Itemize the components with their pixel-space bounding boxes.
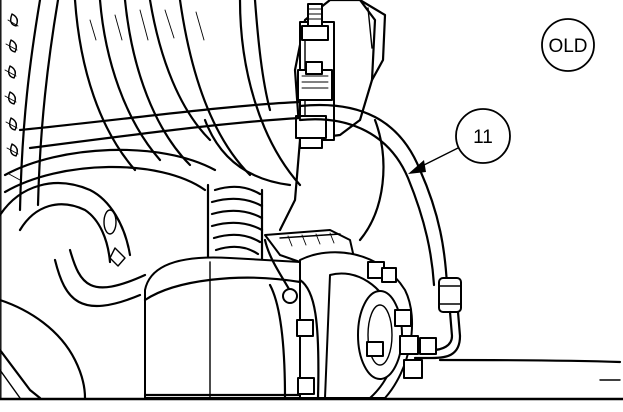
- ribbed-drum: [73, 0, 302, 187]
- engine-block-edge: [438, 358, 622, 381]
- compressor-unit: [143, 256, 302, 399]
- upper-stud: [301, 3, 329, 41]
- hose-line: [298, 103, 462, 360]
- lower-bolt: [295, 115, 327, 149]
- crank-pulley: [0, 182, 147, 400]
- leader-arrow: [408, 145, 463, 174]
- hose-clip: [295, 3, 335, 149]
- spring-coil: [206, 183, 264, 264]
- drive-belt: [3, 100, 302, 194]
- pump-housing: [268, 251, 414, 400]
- part-number-label: 11: [473, 127, 493, 148]
- revision-label: OLD: [548, 36, 587, 57]
- mounting-bracket: [278, 0, 387, 242]
- part-callout: 11: [455, 108, 511, 164]
- pump-bolts: [282, 261, 437, 395]
- toothed-pulley: [4, 0, 60, 212]
- hose-fitting: [413, 277, 462, 360]
- middle-nut: [297, 61, 333, 101]
- revision-stamp: OLD: [541, 18, 595, 72]
- lower-left-casting: [0, 348, 42, 400]
